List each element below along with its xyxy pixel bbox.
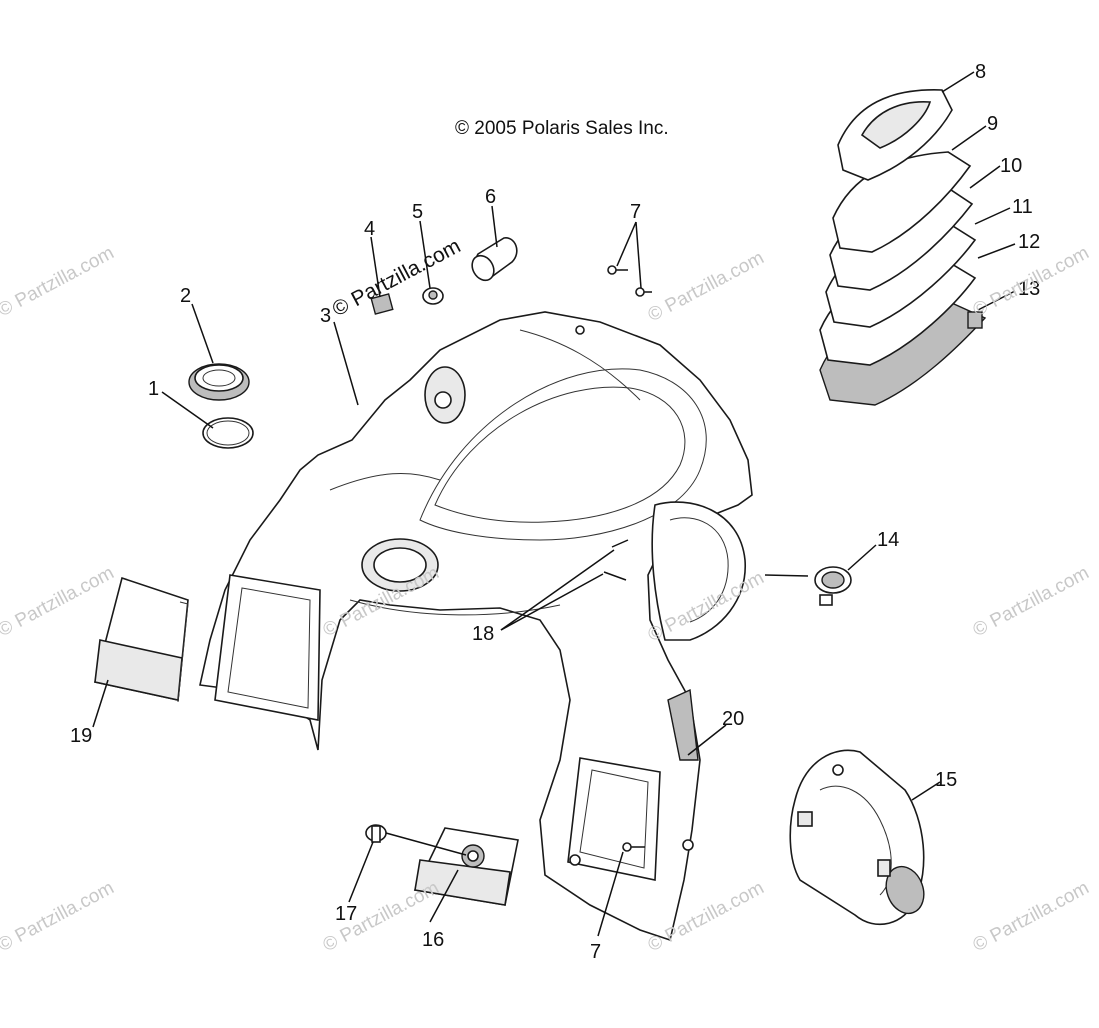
callout-2: 2 [180,285,191,307]
callout-19: 19 [70,725,92,747]
callout-10: 10 [1000,155,1022,177]
callout-5: 5 [412,201,423,223]
callout-12: 12 [1018,231,1040,253]
part-7-screws-top [607,265,652,297]
part-19-panel [94,576,189,703]
callout-17: 17 [335,903,357,925]
part-6-knob [471,237,518,282]
callout-18: 18 [472,623,494,645]
callout-3: 3 [320,305,331,327]
callout-leaders [92,71,1016,937]
callout-labels: 1 2 3 4 5 6 7 8 9 10 11 12 13 14 15 16 1… [70,61,1040,963]
callout-11: 11 [1012,196,1033,218]
part-18-clips [603,539,629,581]
callout-9: 9 [987,113,998,135]
part-17-plug [365,824,467,856]
part-5-nut [422,287,444,305]
callout-7-bottom: 7 [590,941,601,963]
part-7-screw-bottom [622,842,645,852]
part-8-13-gauge-stack [819,89,987,406]
callout-13: 13 [1018,278,1040,300]
callout-6: 6 [485,186,496,208]
callout-15: 15 [935,769,957,791]
copyright-notice: © 2005 Polaris Sales Inc. [455,118,669,139]
callout-8: 8 [975,61,986,83]
callout-14: 14 [877,529,899,551]
callout-16: 16 [422,929,444,951]
callout-1: 1 [148,378,159,400]
callout-4: 4 [364,218,375,240]
callout-7-top: 7 [630,201,641,223]
callout-20: 20 [722,708,744,730]
part-14-bracket [814,566,852,606]
part-3-console-shell [199,311,753,942]
part-15-housing [789,749,925,926]
part-2-bezel [188,363,250,401]
part-1-o-ring [202,417,254,449]
part-16-panel [413,827,519,906]
